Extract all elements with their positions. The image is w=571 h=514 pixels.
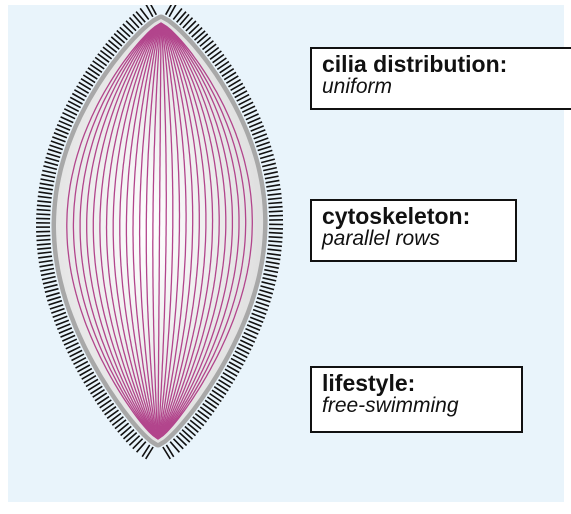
cytoskeleton-label: cytoskeleton: parallel rows bbox=[310, 199, 517, 262]
cilia-distribution-value: uniform bbox=[322, 76, 570, 97]
cilium bbox=[36, 214, 50, 215]
cilium bbox=[37, 205, 51, 206]
cilium bbox=[269, 211, 283, 212]
cilium bbox=[37, 210, 51, 211]
cilium bbox=[269, 207, 283, 208]
diagram-panel: cilia distribution: uniform cytoskeleton… bbox=[8, 5, 564, 502]
lifestyle-title: lifestyle: bbox=[322, 371, 513, 395]
cilia-distribution-label: cilia distribution: uniform bbox=[310, 47, 571, 110]
cilium bbox=[37, 244, 51, 245]
cytoskeleton-title: cytoskeleton: bbox=[322, 204, 507, 228]
lifestyle-value: free-swimming bbox=[322, 395, 513, 416]
cytoskeleton-value: parallel rows bbox=[322, 228, 507, 249]
lifestyle-label: lifestyle: free-swimming bbox=[310, 366, 523, 433]
cilium bbox=[269, 237, 283, 238]
cilium bbox=[269, 233, 283, 234]
cilium bbox=[268, 241, 282, 242]
cilium bbox=[268, 202, 282, 203]
cilium bbox=[37, 240, 51, 241]
cilium bbox=[36, 236, 50, 237]
cilia-distribution-title: cilia distribution: bbox=[322, 52, 570, 76]
